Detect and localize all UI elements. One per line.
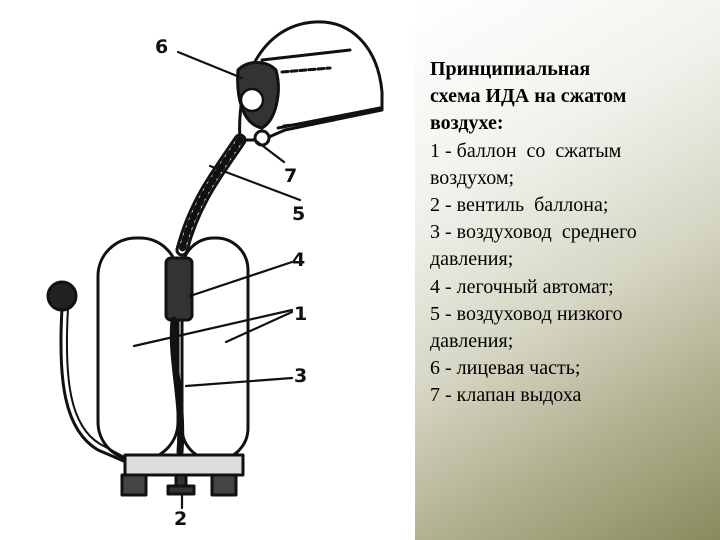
- gauge-hose: [59, 306, 128, 464]
- medium-pressure-hose: [169, 316, 185, 456]
- caption-item: 1 - баллон со сжатым: [430, 139, 622, 162]
- mask-hose-lower: [282, 118, 336, 128]
- lung-valve: [164, 256, 194, 322]
- callout-7: 7: [284, 165, 297, 187]
- leader-1a: [132, 308, 294, 348]
- caption-item: 4 - легочный автомат;: [430, 275, 614, 298]
- caption-item: 7 - клапан выдоха: [430, 384, 582, 407]
- caption-title-line: схема ИДА на сжатом: [430, 85, 627, 108]
- caption-item: воздухом;: [430, 166, 515, 189]
- valve-knob: [166, 484, 196, 496]
- caption-title-line: воздухе:: [430, 112, 504, 135]
- callout-3: 3: [294, 365, 307, 387]
- ida-diagram: 6 7 5 4 1 3 2: [46, 20, 384, 530]
- pressure-gauge: [46, 280, 78, 312]
- leader-7: [253, 138, 286, 164]
- mask-port-inner: [239, 87, 265, 113]
- caption-item: давления;: [430, 248, 514, 271]
- leader-5: [208, 164, 302, 202]
- callout-6: 6: [155, 36, 168, 58]
- manifold: [123, 453, 245, 477]
- foot-left: [120, 473, 148, 497]
- caption-item: давления;: [430, 330, 514, 353]
- caption-item: 6 - лицевая часть;: [430, 357, 581, 380]
- leader-6: [176, 50, 244, 80]
- diagram-caption: Принципиальная схема ИДА на сжатом возду…: [430, 56, 715, 410]
- caption-item: 5 - воздуховод низкого: [430, 302, 623, 325]
- callout-2: 2: [174, 508, 187, 530]
- caption-panel: Принципиальная схема ИДА на сжатом возду…: [415, 0, 720, 540]
- leader-3: [184, 376, 294, 388]
- callout-5: 5: [292, 203, 305, 225]
- caption-item: 2 - вентиль баллона;: [430, 194, 609, 217]
- caption-item: 3 - воздуховод среднего: [430, 221, 637, 244]
- mask-hose-top: [280, 66, 332, 74]
- foot-right: [210, 473, 238, 497]
- leader-lines: [132, 50, 302, 510]
- helmet-strap: [260, 48, 352, 62]
- caption-title-line: Принципиальная: [430, 58, 591, 80]
- callout-1: 1: [294, 303, 307, 325]
- callout-4: 4: [292, 249, 305, 271]
- leader-1b: [224, 310, 294, 344]
- leader-4: [188, 260, 294, 298]
- diagram-canvas: 6 7 5 4 1 3 2: [46, 20, 384, 530]
